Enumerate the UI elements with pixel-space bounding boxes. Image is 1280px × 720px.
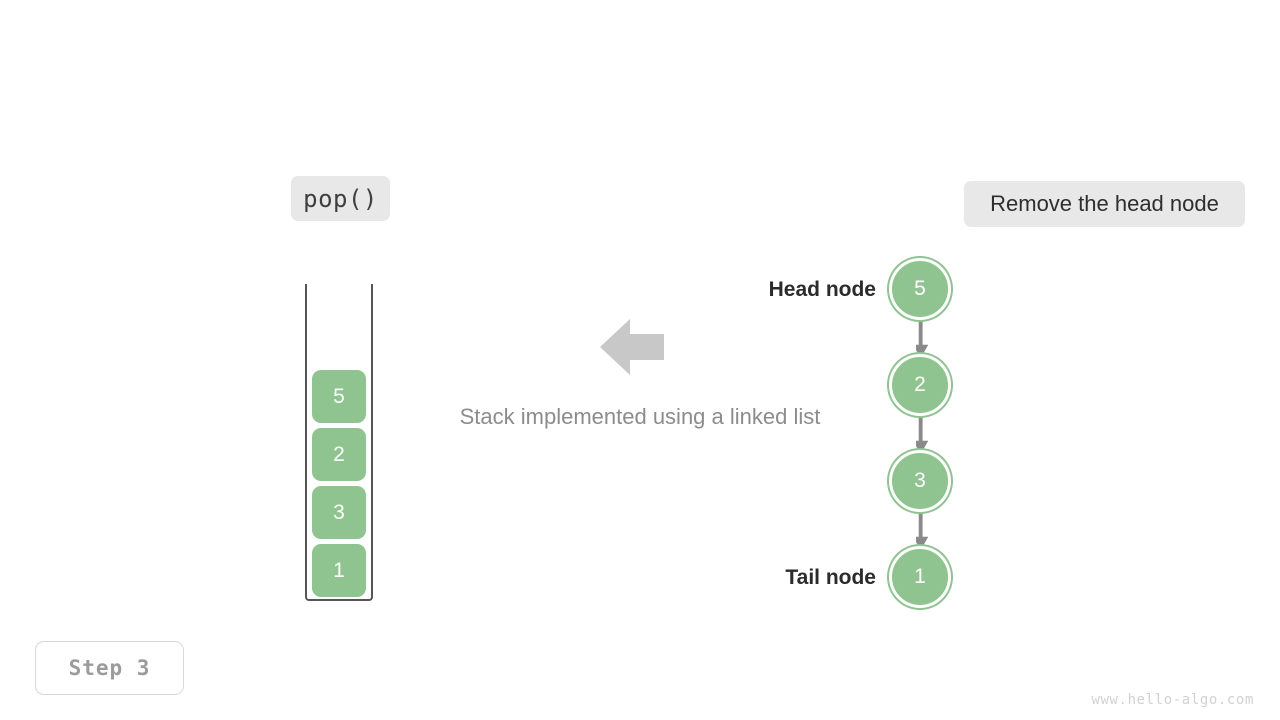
step-badge: Step 3 [35, 641, 184, 695]
watermark: www.hello-algo.com [1091, 692, 1254, 708]
stack-cell: 2 [312, 428, 366, 481]
stack-cell: 1 [312, 544, 366, 597]
linked-list-node: 1 [889, 546, 951, 608]
action-description-label: Remove the head node [964, 181, 1245, 227]
tail-node-label: Tail node [785, 566, 876, 589]
left-arrow-icon [600, 319, 664, 375]
stack-cell: 5 [312, 370, 366, 423]
stack-container: 5 2 3 1 [305, 284, 373, 601]
linked-list-node: 2 [889, 354, 951, 416]
operation-label: pop() [291, 176, 390, 221]
head-node-label: Head node [768, 278, 876, 301]
diagram-caption: Stack implemented using a linked list [459, 404, 821, 429]
linked-list-node: 5 [889, 258, 951, 320]
stack-cell: 3 [312, 486, 366, 539]
linked-list-node: 3 [889, 450, 951, 512]
stack-cells: 5 2 3 1 [307, 370, 371, 599]
